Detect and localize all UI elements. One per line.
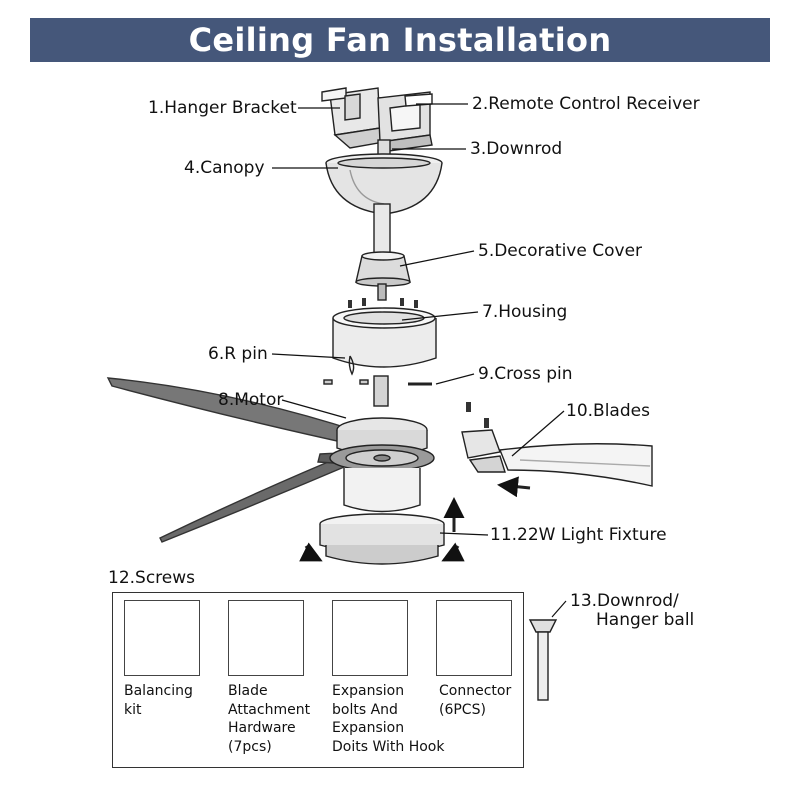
connector-cell <box>436 600 512 676</box>
label-light-fixture: 11.22W Light Fixture <box>490 525 667 545</box>
leader-lines <box>271 103 567 618</box>
label-blades: 10.Blades <box>566 401 650 421</box>
label-hanger-bracket: 1.Hanger Bracket <box>148 98 297 118</box>
label-downrod-ball-line2: Hanger ball <box>596 610 695 630</box>
housing-part <box>332 307 437 368</box>
light-fixture-part <box>319 513 445 565</box>
caption-blade-hardware: Blade Attachment Hardware (7pcs) <box>228 683 311 755</box>
remote-receiver-part <box>377 91 433 153</box>
canopy-part <box>325 153 443 215</box>
title-banner: Ceiling Fan Installation <box>30 18 770 62</box>
label-motor: 8.Motor <box>218 390 284 410</box>
label-housing: 7.Housing <box>482 302 568 322</box>
blade-hardware-cell <box>228 600 304 676</box>
label-cross-pin: 9.Cross pin <box>478 364 573 384</box>
caption-expansion-bolts: Expansion bolts And Expansion Doits With… <box>332 683 445 755</box>
label-screws: 12.Screws <box>108 568 196 588</box>
motor-shaft-part <box>373 375 389 407</box>
caption-balancing-kit: Balancing kit <box>124 683 193 718</box>
label-decorative-cover: 5.Decorative Cover <box>478 241 643 261</box>
motor-part <box>329 417 435 513</box>
hanger-bracket-part <box>321 87 397 149</box>
balancing-kit-cell <box>124 600 200 676</box>
page-title: Ceiling Fan Installation <box>188 21 612 59</box>
label-downrod-ball-line1: 13.Downrod/ <box>570 591 679 611</box>
label-downrod: 3.Downrod <box>470 139 563 159</box>
downrod-shaft-part <box>373 203 391 259</box>
label-canopy: 4.Canopy <box>184 158 265 178</box>
label-remote-control-receiver: 2.Remote Control Receiver <box>472 94 700 114</box>
screws-box <box>112 592 524 768</box>
downrod-hanger-ball-part <box>528 619 558 701</box>
expansion-bolts-cell <box>332 600 408 676</box>
label-r-pin: 6.R pin <box>208 344 268 364</box>
right-blade-part <box>461 429 653 487</box>
caption-connector: Connector (6PCS) <box>439 683 512 718</box>
housing-screws <box>348 298 418 308</box>
decorative-cover-part <box>355 251 411 287</box>
